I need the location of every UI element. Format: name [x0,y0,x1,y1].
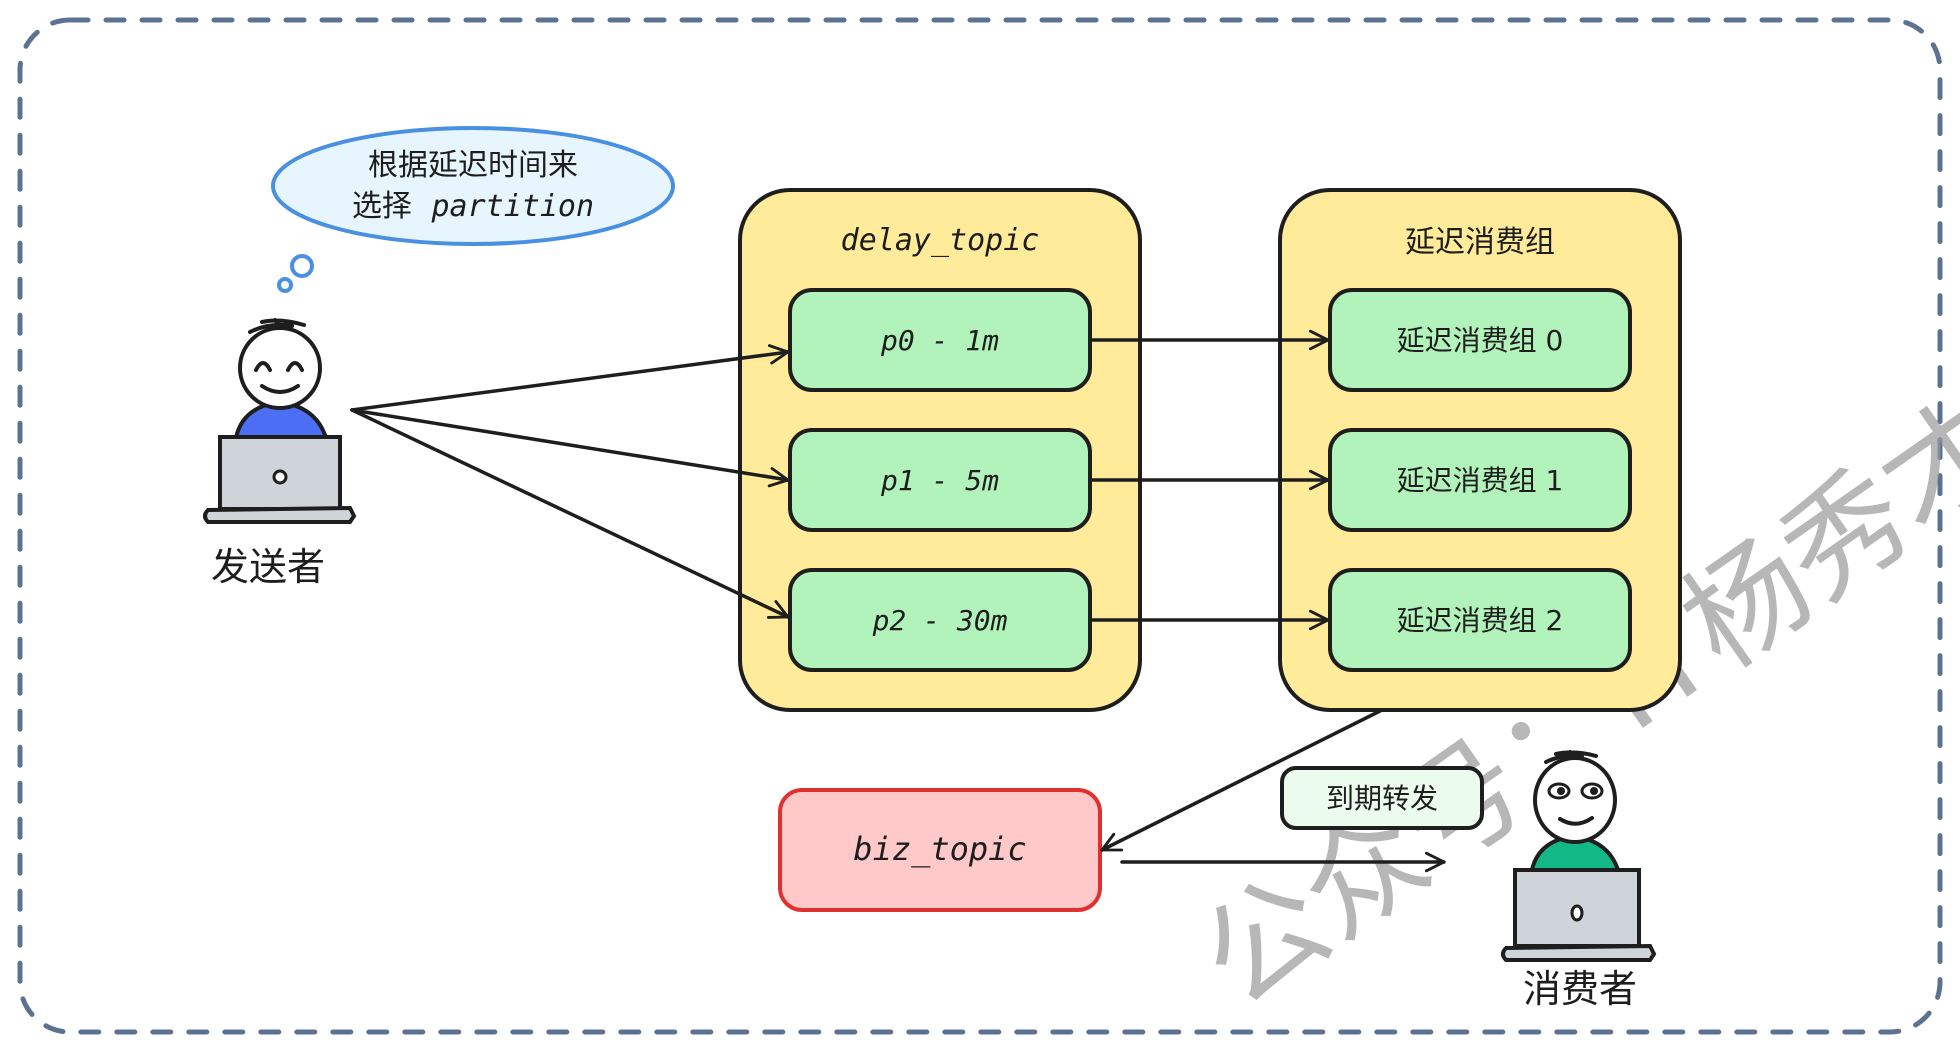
delay-topic-container: delay_topic p0 - 1m p1 - 5m p2 - 30m [738,188,1142,712]
arrow-sender-to-p2 [350,408,790,619]
consumer-pupil-right [1590,787,1598,795]
partition-p2[interactable]: p2 - 30m [788,568,1092,672]
consumer-group-2-box[interactable] [1328,568,1632,672]
sender-smile [260,384,300,394]
partition-p1-box[interactable] [788,428,1092,532]
arrow-sender-to-p1 [350,408,790,488]
consumer-smile [1558,816,1594,826]
thought-bubble-ellipse [271,126,675,246]
consumer-head [1533,756,1617,844]
consumer-group-1-box[interactable] [1328,428,1632,532]
consumer-group-0-label: 延迟消费组 0 [1397,324,1564,357]
consumer-group-2[interactable]: 延迟消费组 2 [1328,568,1632,672]
outer-dashed-frame [17,17,1943,1035]
consumer-figure: 消费者 [1501,750,1657,1011]
sender-eye-right [286,361,304,372]
sender-laptop-logo-icon [272,469,288,485]
consumer-group-1[interactable]: 延迟消费组 1 [1328,428,1632,532]
forward-label: 到期转发 [1280,766,1484,830]
sender-head [238,326,322,410]
thought-bubble: 根据延迟时间来 选择 partition [271,126,675,293]
partition-p1-label: p1 - 5m [880,464,999,497]
consumer-laptop-base [1501,943,1657,962]
arrows [350,329,1446,873]
consumer-group-2-label: 延迟消费组 2 [1397,604,1564,637]
delay-consumer-groups-title: 延迟消费组 [1405,225,1555,260]
biz-topic-box[interactable] [778,788,1102,912]
partition-p0[interactable]: p0 - 1m [788,288,1092,392]
arrow-groups-to-biz-topic [1100,709,1382,852]
partition-p2-box[interactable] [788,568,1092,672]
consumer-laptop-logo-icon [1570,904,1584,922]
thought-bubble-line2-cn: 选择 [352,189,412,224]
sender-label: 发送者 [211,545,325,589]
delay-topic-title: delay_topic [841,223,1040,258]
thought-dot-small [277,277,293,293]
consumer-group-0-box[interactable] [1328,288,1632,392]
partition-p2-label: p2 - 30m [872,604,1008,637]
thought-dot-large [290,254,314,278]
thought-bubble-line1: 根据延迟时间来 [368,148,578,183]
thought-bubble-line2: 选择 partition [352,189,594,224]
sender-figure: 发送者 [203,318,357,589]
consumer-group-1-label: 延迟消费组 1 [1397,464,1564,497]
consumer-group-0[interactable]: 延迟消费组 0 [1328,288,1632,392]
sender-eye-left [254,361,272,372]
partition-p0-label: p0 - 1m [880,324,999,357]
biz-topic[interactable]: biz_topic [778,788,1102,912]
arrow-sender-to-p0 [350,344,790,412]
consumer-label: 消费者 [1523,967,1637,1011]
thought-bubble-line2-en: partition [430,189,594,224]
sender-laptop-screen [218,435,342,511]
delay-consumer-groups-container: 延迟消费组 延迟消费组 0 延迟消费组 1 延迟消费组 2 [1278,188,1682,712]
forward-label-box [1280,766,1484,830]
consumer-pupil-left [1557,787,1565,795]
partition-p0-box[interactable] [788,288,1092,392]
sender-laptop-base [203,505,357,524]
forward-label-text: 到期转发 [1326,782,1438,815]
partition-p1[interactable]: p1 - 5m [788,428,1092,532]
biz-topic-label: biz_topic [853,830,1026,868]
